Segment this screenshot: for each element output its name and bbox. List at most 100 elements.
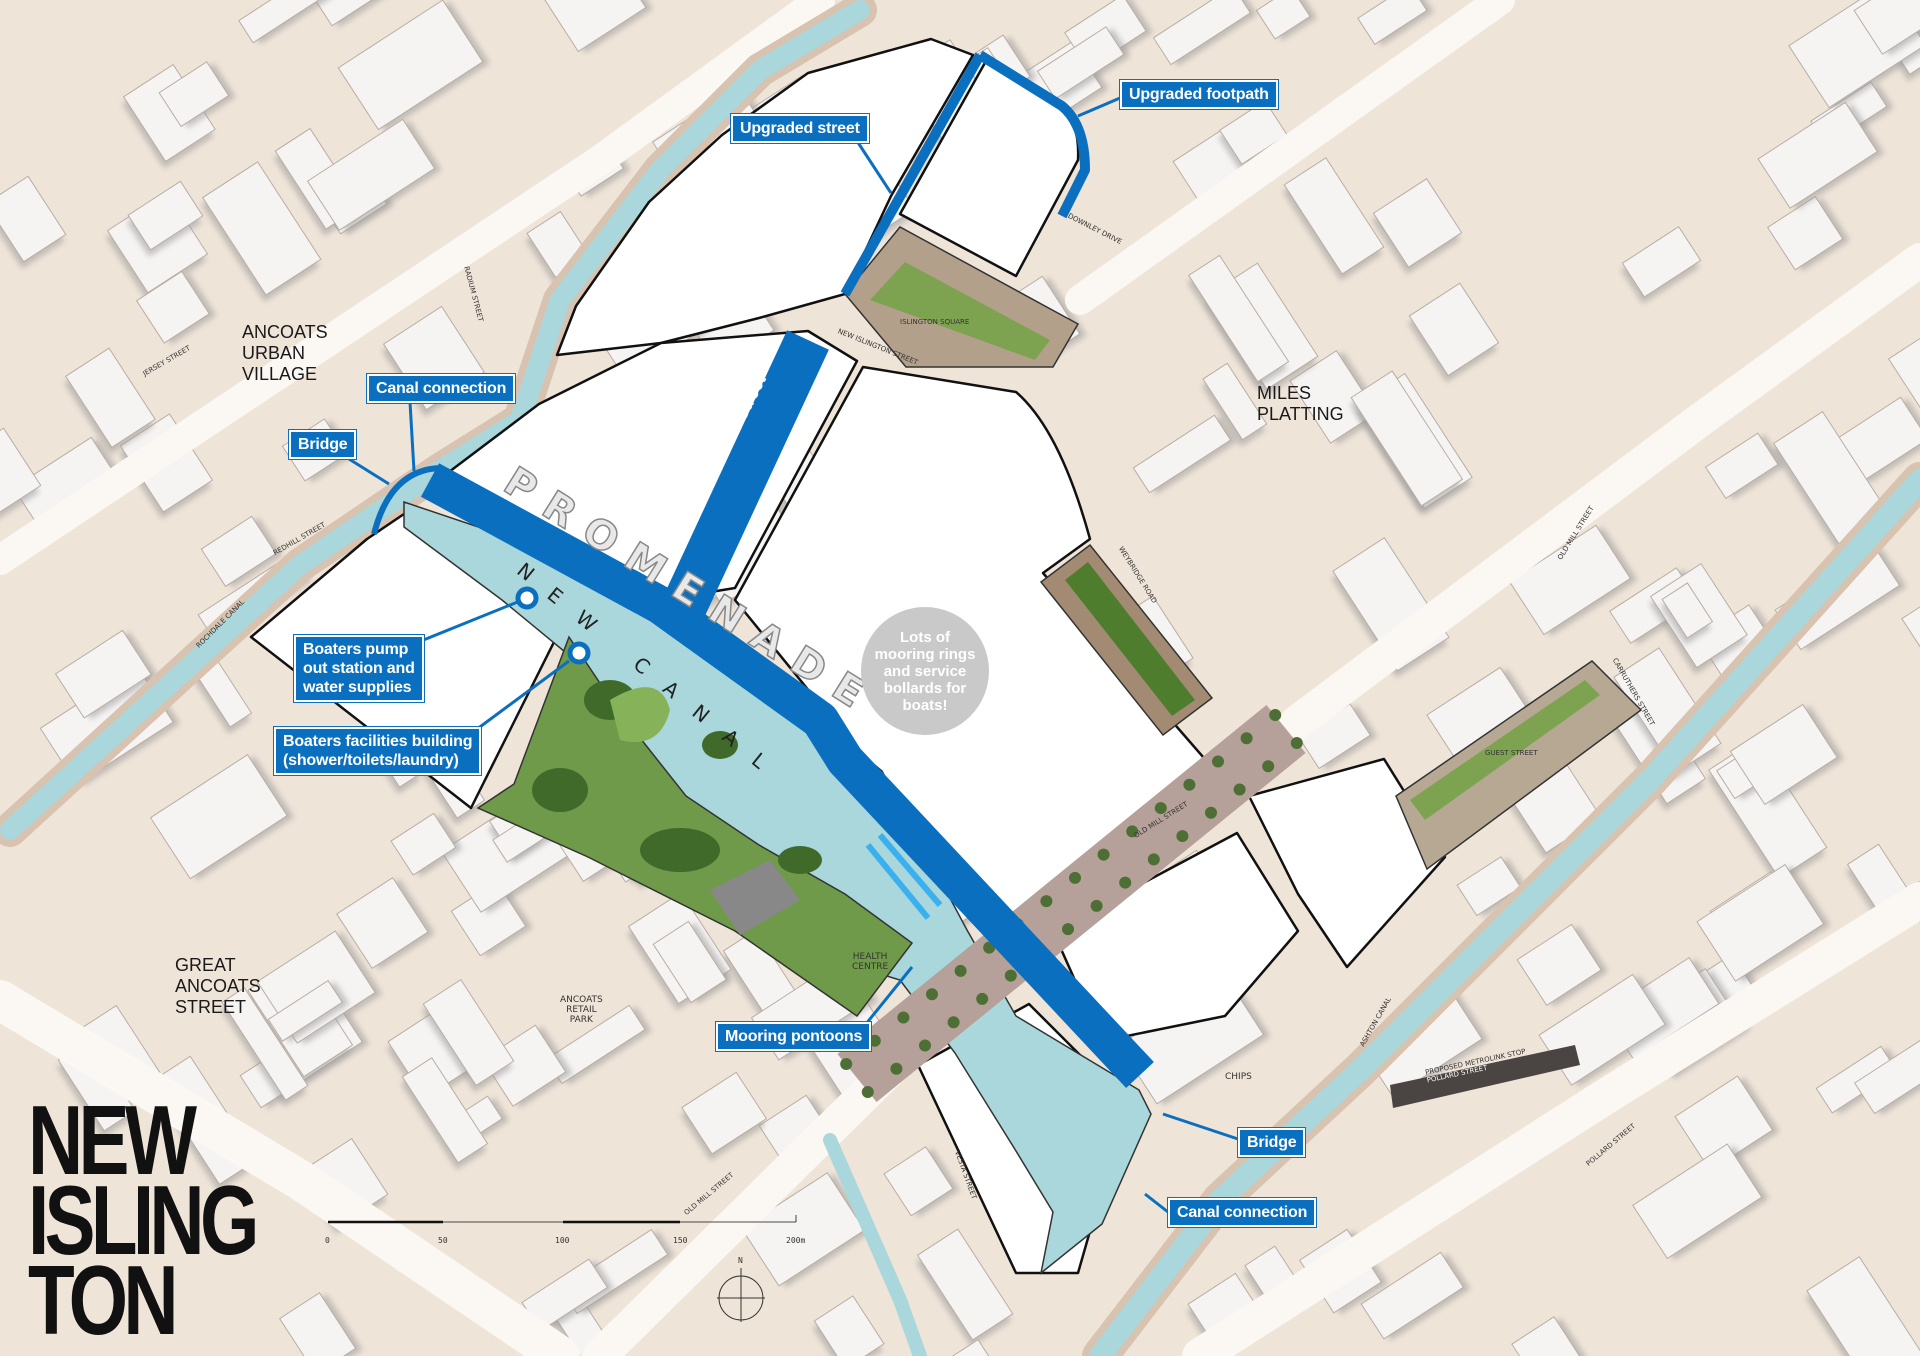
weybridge-garden — [1065, 562, 1195, 716]
scale-tick-label: 100 — [555, 1236, 570, 1245]
place-line: GREAT — [175, 955, 236, 975]
place-health-centre: HEALTH CENTRE — [852, 952, 888, 972]
callout-line: Boaters pump — [303, 641, 409, 658]
avenue-tree — [1262, 760, 1275, 773]
avenue-tree — [1040, 895, 1053, 908]
avenue-tree — [861, 1086, 874, 1098]
tree-cluster — [640, 828, 720, 872]
avenue-tree — [1119, 876, 1132, 889]
callout-bridge-east[interactable]: Bridge — [1238, 1128, 1306, 1157]
upgraded-footpath-route — [977, 50, 1090, 219]
bubble-line: boats! — [902, 696, 948, 714]
context-building — [1853, 1014, 1920, 1116]
avenue-tree — [1062, 923, 1074, 936]
context-building — [400, 1057, 489, 1170]
avenue-tree — [1269, 709, 1282, 721]
pump-station-marker[interactable] — [515, 586, 539, 610]
context-building — [936, 1338, 1002, 1356]
place-line: ANCOATS — [242, 322, 328, 342]
street-islington-square: ISLINGTON SQUARE — [900, 318, 970, 326]
leader-upgraded-footpath — [1077, 96, 1121, 118]
logo-line: NEW — [28, 1085, 197, 1195]
facilities-building-marker[interactable] — [567, 641, 591, 665]
context-building — [1508, 524, 1638, 637]
metrolink-stop-platform — [1390, 1045, 1580, 1108]
context-building — [1757, 101, 1885, 210]
place-line: ANCOATS — [175, 976, 261, 996]
context-building — [421, 978, 515, 1093]
avenue-tree — [1212, 755, 1224, 768]
place-ancoats-retail-park: ANCOATS RETAIL PARK — [560, 995, 603, 1025]
callout-bridge-west[interactable]: Bridge — [289, 430, 357, 459]
callout-upgraded-street[interactable]: Upgraded street — [731, 114, 869, 143]
context-building — [1187, 254, 1290, 389]
island-lawn — [610, 687, 670, 742]
context-building — [336, 876, 435, 970]
context-building — [267, 979, 350, 1043]
place-line: URBAN — [242, 343, 306, 363]
mooring-pontoons — [865, 833, 943, 920]
context-building — [315, 0, 420, 28]
context-building — [1805, 1256, 1920, 1356]
health-centre-building — [710, 860, 800, 935]
context-building — [1887, 333, 1920, 415]
north-arrow-label: N — [738, 1256, 743, 1265]
context-building — [54, 629, 159, 720]
leader-upgraded-street — [855, 140, 893, 194]
avenue-tree — [919, 1039, 931, 1052]
context-building — [1901, 553, 1920, 666]
place-line: HEALTH — [852, 952, 888, 962]
context-building — [1349, 370, 1464, 513]
context-building — [916, 1228, 1014, 1347]
context-building — [1696, 863, 1831, 983]
callout-line: (shower/toilets/laundry) — [283, 752, 459, 769]
street-guest: GUEST STREET — [1485, 749, 1538, 757]
context-building — [306, 118, 442, 232]
context-building — [1218, 100, 1288, 172]
callout-canal-connection-east[interactable]: Canal connection — [1168, 1198, 1317, 1227]
pontoon — [865, 843, 931, 920]
callout-boaters-pump[interactable]: Boaters pump out station and water suppl… — [294, 635, 424, 702]
place-line: RETAIL — [566, 1005, 597, 1015]
avenue-tree — [1183, 778, 1196, 791]
place-line: MILES — [1257, 383, 1312, 403]
context-building — [1729, 703, 1845, 806]
islington-square-garden — [870, 262, 1050, 360]
context-building — [883, 1146, 960, 1218]
context-building — [0, 175, 67, 269]
bridge-west-arc — [371, 465, 441, 535]
context-building — [390, 812, 463, 877]
callout-boaters-facilities[interactable]: Boaters facilities building (shower/toil… — [274, 727, 482, 775]
tutti-frutti-street-route — [659, 330, 829, 625]
place-chips: CHIPS — [1225, 1072, 1252, 1082]
context-building — [812, 1295, 885, 1356]
context-building — [1152, 0, 1258, 67]
callout-canal-connection-west[interactable]: Canal connection — [367, 374, 516, 403]
context-building — [238, 0, 354, 45]
guest-street-block — [1395, 660, 1643, 871]
leader-boaters-pump — [415, 599, 521, 645]
promenade-route — [420, 463, 1154, 1088]
context-building — [0, 427, 42, 529]
context-building — [135, 270, 217, 345]
callout-line: water supplies — [303, 679, 412, 696]
context-building — [278, 1292, 363, 1356]
road-pollard-street — [1182, 882, 1920, 1356]
place-great-ancoats-street: GREAT ANCOATS STREET — [175, 955, 261, 1018]
avenue-tree — [947, 1016, 960, 1029]
context-building — [1853, 0, 1920, 56]
context-building — [1132, 414, 1238, 495]
upgraded-street-route — [840, 52, 985, 297]
context-building — [680, 1071, 768, 1161]
callout-line: out station and — [303, 660, 415, 677]
avenue-tree — [1154, 802, 1167, 815]
tree-cluster — [532, 768, 588, 812]
place-line: ANCOATS — [560, 995, 603, 1005]
upgraded-routes — [371, 50, 1154, 1088]
rochdale-canal-water — [0, 0, 870, 840]
avenue-tree — [1233, 783, 1246, 796]
avenue-tree — [1147, 853, 1160, 866]
callout-mooring-pontoons[interactable]: Mooring pontoons — [716, 1022, 872, 1051]
context-building — [1360, 1251, 1471, 1341]
callout-upgraded-footpath[interactable]: Upgraded footpath — [1120, 80, 1278, 109]
